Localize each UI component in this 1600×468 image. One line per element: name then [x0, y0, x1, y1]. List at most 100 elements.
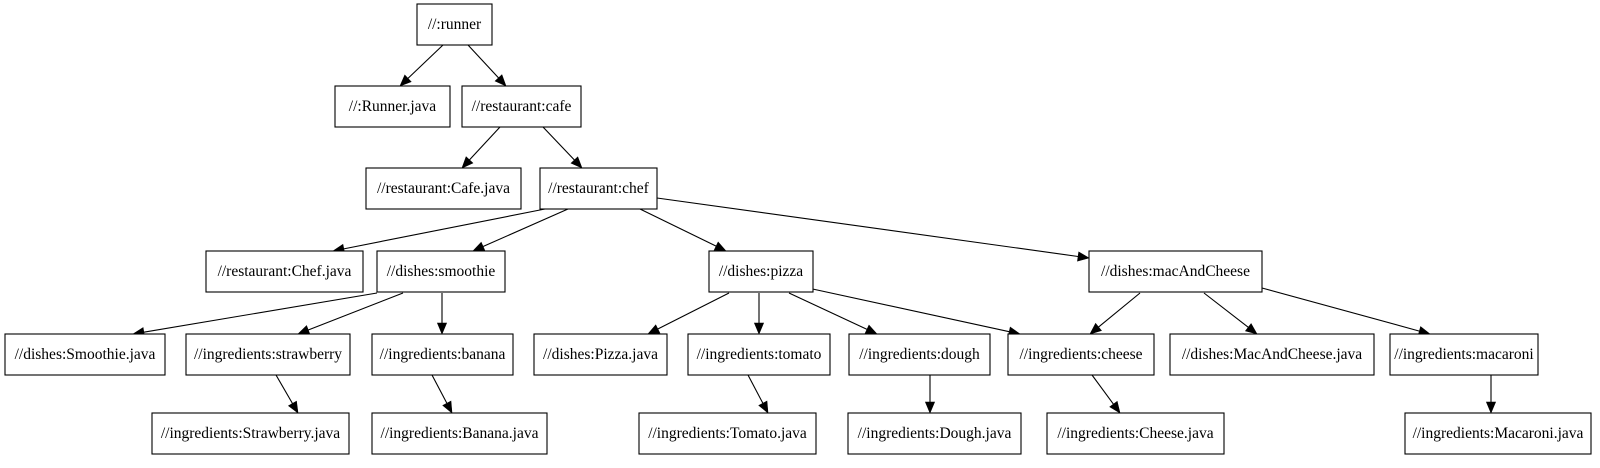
- graph-node-cheese_java[interactable]: //ingredients:Cheese.java: [1046, 412, 1225, 455]
- node-box[interactable]: [539, 167, 658, 210]
- edge-arrowhead: [287, 400, 299, 414]
- node-label: //:runner: [428, 16, 482, 33]
- node-box[interactable]: [1169, 333, 1375, 376]
- graph-edge: [472, 208, 569, 252]
- node-box[interactable]: [1404, 412, 1592, 455]
- node-label: //restaurant:chef: [548, 180, 650, 197]
- graph-node-pizza_java[interactable]: //dishes:Pizza.java: [533, 333, 668, 376]
- node-box[interactable]: [334, 85, 451, 128]
- edge-arrowhead: [494, 74, 507, 87]
- graph-edge: [807, 287, 1021, 337]
- edge-arrowhead: [1089, 322, 1102, 335]
- graph-node-ing_banana[interactable]: //ingredients:banana: [371, 333, 514, 376]
- node-box[interactable]: [848, 333, 991, 376]
- node-box[interactable]: [4, 333, 166, 376]
- node-box[interactable]: [708, 250, 814, 293]
- node-box[interactable]: [185, 333, 351, 376]
- node-box[interactable]: [365, 167, 522, 210]
- node-label: //dishes:pizza: [719, 263, 803, 280]
- graph-node-ing_strawberry[interactable]: //ingredients:strawberry: [185, 333, 351, 376]
- graph-edge: [431, 374, 453, 414]
- edge-line: [657, 292, 730, 330]
- graph-node-banana_java[interactable]: //ingredients:Banana.java: [371, 412, 548, 455]
- edge-arrowhead: [436, 322, 448, 335]
- edge-arrowhead: [864, 324, 878, 335]
- graph-node-tomato_java[interactable]: //ingredients:Tomato.java: [638, 412, 817, 455]
- graph-node-macaroni_java[interactable]: //ingredients:Macaroni.java: [1404, 412, 1592, 455]
- edge-line: [275, 374, 293, 404]
- graph-node-smoothie_java[interactable]: //dishes:Smoothie.java: [4, 333, 166, 376]
- graph-edge: [753, 293, 765, 335]
- node-box[interactable]: [151, 412, 350, 455]
- graph-node-ing_tomato[interactable]: //ingredients:tomato: [687, 333, 831, 376]
- node-label: //dishes:Smoothie.java: [15, 346, 156, 363]
- edge-arrowhead: [399, 74, 412, 87]
- node-box[interactable]: [416, 3, 493, 46]
- edge-line: [469, 126, 501, 161]
- graph-edge: [542, 126, 583, 169]
- graph-node-macandcheese_java[interactable]: //dishes:MacAndCheese.java: [1169, 333, 1375, 376]
- edge-line: [788, 292, 868, 330]
- node-label: //ingredients:Banana.java: [381, 425, 539, 442]
- node-box[interactable]: [371, 333, 514, 376]
- graph-node-runner_java[interactable]: //:Runner.java: [334, 85, 451, 128]
- edge-line: [807, 287, 1010, 333]
- graph-edge: [1261, 287, 1431, 336]
- edge-line: [1203, 292, 1249, 328]
- graph-edge: [747, 374, 769, 414]
- node-box[interactable]: [1046, 412, 1225, 455]
- graph-node-ing_cheese[interactable]: //ingredients:cheese: [1007, 333, 1155, 376]
- edge-arrowhead: [442, 400, 453, 414]
- graph-node-ing_macaroni[interactable]: //ingredients:macaroni: [1389, 333, 1539, 376]
- node-box[interactable]: [1389, 333, 1539, 376]
- graph-edge: [332, 208, 546, 254]
- edge-arrowhead: [1244, 323, 1258, 335]
- graph-edge: [656, 197, 1090, 262]
- edge-line: [1091, 374, 1114, 405]
- node-label: //ingredients:banana: [380, 346, 506, 363]
- graph-node-restaurant_chef[interactable]: //restaurant:chef: [539, 167, 658, 210]
- node-box[interactable]: [847, 412, 1022, 455]
- node-label: //ingredients:Cheese.java: [1057, 425, 1213, 442]
- node-label: //restaurant:Cafe.java: [377, 180, 510, 197]
- node-label: //:Runner.java: [349, 98, 437, 115]
- node-box[interactable]: [376, 250, 506, 293]
- node-box[interactable]: [687, 333, 831, 376]
- graph-node-strawberry_java[interactable]: //ingredients:Strawberry.java: [151, 412, 350, 455]
- graph-edge: [1089, 292, 1141, 335]
- graph-node-chef_java[interactable]: //restaurant:Chef.java: [205, 250, 364, 293]
- graph-node-runner[interactable]: //:runner: [416, 3, 493, 46]
- graph-node-ing_dough[interactable]: //ingredients:dough: [848, 333, 991, 376]
- node-box[interactable]: [638, 412, 817, 455]
- edge-line: [542, 126, 575, 161]
- edge-line: [1261, 287, 1420, 332]
- graph-node-cafe_java[interactable]: //restaurant:Cafe.java: [365, 167, 522, 210]
- node-box[interactable]: [533, 333, 668, 376]
- node-box[interactable]: [1088, 250, 1263, 293]
- node-box[interactable]: [371, 412, 548, 455]
- edge-line: [308, 292, 404, 331]
- node-box[interactable]: [205, 250, 364, 293]
- graph-edge: [461, 126, 501, 169]
- graph-node-restaurant_cafe[interactable]: //restaurant:cafe: [461, 85, 582, 128]
- graph-node-dishes_macandchee[interactable]: //dishes:macAndCheese: [1088, 250, 1263, 293]
- edge-arrowhead: [472, 241, 486, 252]
- nodes-layer: //:runner //:Runner.java //restaurant:cafe…: [4, 3, 1592, 455]
- node-label: //restaurant:Chef.java: [218, 263, 352, 280]
- graph-node-dishes_pizza[interactable]: //dishes:pizza: [708, 250, 814, 293]
- node-box[interactable]: [1007, 333, 1155, 376]
- node-label: //ingredients:Strawberry.java: [161, 425, 340, 442]
- graph-edge: [436, 293, 448, 335]
- edge-line: [747, 374, 764, 404]
- graph-edge: [1091, 374, 1121, 414]
- node-label: //ingredients:Tomato.java: [648, 425, 807, 442]
- graph-node-dough_java[interactable]: //ingredients:Dough.java: [847, 412, 1022, 455]
- edge-line: [343, 208, 546, 250]
- edge-arrowhead: [461, 156, 474, 169]
- node-box[interactable]: [461, 85, 582, 128]
- graph-node-dishes_smoothie[interactable]: //dishes:smoothie: [376, 250, 506, 293]
- graph-edge: [275, 374, 299, 414]
- graph-edge: [1203, 292, 1258, 335]
